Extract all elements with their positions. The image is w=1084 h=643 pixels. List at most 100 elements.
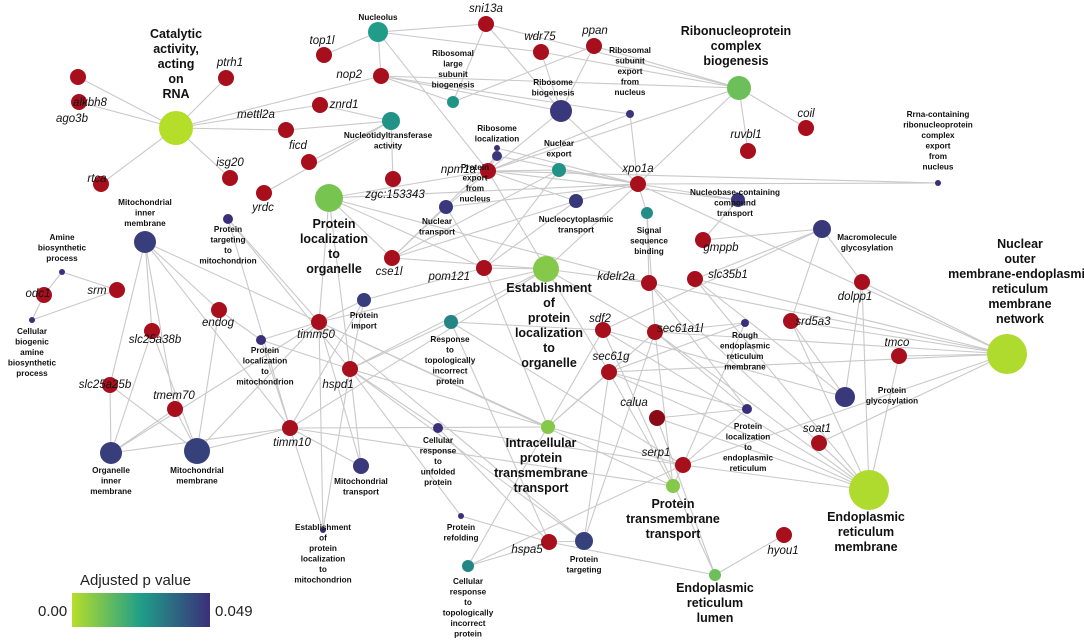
term-label-line: Ribosomal <box>609 46 651 55</box>
term-label-line: mitochondrion <box>199 257 256 266</box>
edge-nucleotidyl-ficd <box>308 120 392 163</box>
term-node-prot_loc_org1 <box>315 184 343 212</box>
edge-prot_tm_transport-sec61g <box>608 371 674 487</box>
term-label-line: biogenesis <box>532 89 575 98</box>
edge-prot_export-xpo1a <box>496 155 639 185</box>
edge-ribo_large-sni13a <box>452 23 487 103</box>
edge-ribo_large-nop2 <box>380 75 454 103</box>
term-label-line: transport <box>646 527 702 541</box>
term-node-cell_resp_unf <box>433 423 443 433</box>
edge-nuclear_outer-sec61g <box>608 353 1008 373</box>
term-label-line: topologically <box>425 356 476 365</box>
gene-node-timm10 <box>282 420 298 436</box>
edge-mito_inner-endog <box>144 241 220 311</box>
edge-ribo_large-ppan <box>452 45 595 103</box>
edge-nucleotidyl-zgc153343 <box>390 120 394 180</box>
term-label-line: Nucleobase-containing <box>690 188 780 197</box>
gene-label-srd5a3: srd5a3 <box>795 316 831 328</box>
gene-label-sni13a: sni13a <box>469 3 503 15</box>
edge-mito_membrane-timm10 <box>196 427 291 452</box>
term-label-line: transport <box>558 226 594 235</box>
edge-ribo_biogen-ppan <box>560 45 595 112</box>
edge-prot_targeting-timm50 <box>318 321 585 542</box>
gene-label-dolpp1: dolpp1 <box>838 291 873 303</box>
edge-mito_inner-slc25a25b <box>109 241 146 386</box>
gene-node-ruvbl1 <box>740 143 756 159</box>
edge-er_membrane-sec61a1l <box>654 331 870 491</box>
edge-prot_glyco-srd5a3 <box>790 320 846 398</box>
term-label-line: to <box>744 443 752 452</box>
edge-cell_resp_topo-hspa5 <box>467 541 550 567</box>
edge-prot_import-timm10 <box>289 299 365 429</box>
edge-prot_import-timm50 <box>318 299 365 323</box>
edge-nuclear_outer-sec61a1l <box>654 331 1008 355</box>
term-node-prot_loc_er <box>742 404 752 414</box>
edge-nucleolus-sni13a <box>377 23 487 33</box>
gene-label-xpo1a: xpo1a <box>621 163 653 175</box>
term-label-line: network <box>996 312 1044 326</box>
edge-est_prot_loc-npm1a <box>487 170 547 270</box>
term-label-line: binding <box>634 247 664 256</box>
term-label-line: endoplasmic <box>720 342 770 351</box>
gene-label-soat1: soat1 <box>803 423 831 435</box>
gene-node-pom121 <box>476 260 492 276</box>
term-label-line: endoplasmic <box>723 454 773 463</box>
term-label-line: reticulum <box>992 282 1048 296</box>
edge-cell_resp_topo-sdf2 <box>467 329 604 567</box>
edge-rough_er-sec61a1l <box>654 322 746 333</box>
term-node-nucleobase <box>731 193 745 207</box>
term-label-line: localization <box>243 357 288 366</box>
gene-node-tmco <box>891 348 907 364</box>
edge-nuc_export-pom121 <box>483 169 560 269</box>
edge-macro_glyco-slc35b1 <box>694 228 823 280</box>
edge-nuclear_outer-serp1 <box>682 353 1008 466</box>
edge-prot_loc_org1-timm50 <box>318 197 330 323</box>
edge-mito_membrane-timm50 <box>196 321 320 452</box>
gene-label-rtca: rtca <box>87 173 106 185</box>
edge-ribo_local-xpo1a <box>496 147 639 185</box>
term-label-line: nucleus <box>923 163 954 172</box>
term-label-line: Catalytic <box>150 27 202 41</box>
term-label-line: Nucleocytoplasmic <box>539 215 614 224</box>
term-label-line: Protein <box>570 555 598 564</box>
gene-node-znrd1 <box>312 97 328 113</box>
term-label-line: transmembrane <box>494 466 588 480</box>
edge-nuc_export-npm1a <box>487 169 560 172</box>
legend-title: Adjusted p value <box>80 572 191 589</box>
term-label-line: Signal <box>637 226 662 235</box>
term-label-line: Ribosome <box>477 124 517 133</box>
term-label-line: biosynthetic <box>38 244 87 253</box>
gene-node-dolpp1 <box>854 274 870 290</box>
edge-er_membrane-sec61g <box>608 371 870 491</box>
term-label-line: membrane <box>724 363 766 372</box>
term-label-line: Protein <box>350 311 378 320</box>
edge-er_membrane-slc35b1 <box>694 278 870 491</box>
term-label-line: protein <box>424 478 452 487</box>
term-label-line: large <box>443 60 463 69</box>
edge-ribo_biogen-xpo1a <box>560 110 639 185</box>
term-label-line: glycosylation <box>841 244 893 253</box>
gene-label-srm: srm <box>87 285 107 297</box>
term-node-prot_loc_mito <box>256 335 266 345</box>
term-label-line: Endoplasmic <box>676 581 754 595</box>
edge-prot_refold-hspa5 <box>460 515 550 543</box>
edge-prot_target_mito-timm50 <box>227 218 320 323</box>
term-label-line: membrane <box>124 219 166 228</box>
gene-label-kdelr2a: kdelr2a <box>597 271 635 283</box>
gene-node-slc25a25b <box>102 377 118 393</box>
term-label-line: Protein <box>461 163 489 172</box>
edge-prot_import-hspd1 <box>349 299 365 370</box>
term-label-line: compound <box>714 199 756 208</box>
term-label-line: Cellular <box>453 577 484 586</box>
term-label-line: activity <box>374 142 403 151</box>
term-label-line: from <box>621 78 639 87</box>
term-node-ribo_biogen <box>550 100 572 122</box>
gene-node-slc25a38b <box>144 323 160 339</box>
term-label-line: process <box>16 369 48 378</box>
